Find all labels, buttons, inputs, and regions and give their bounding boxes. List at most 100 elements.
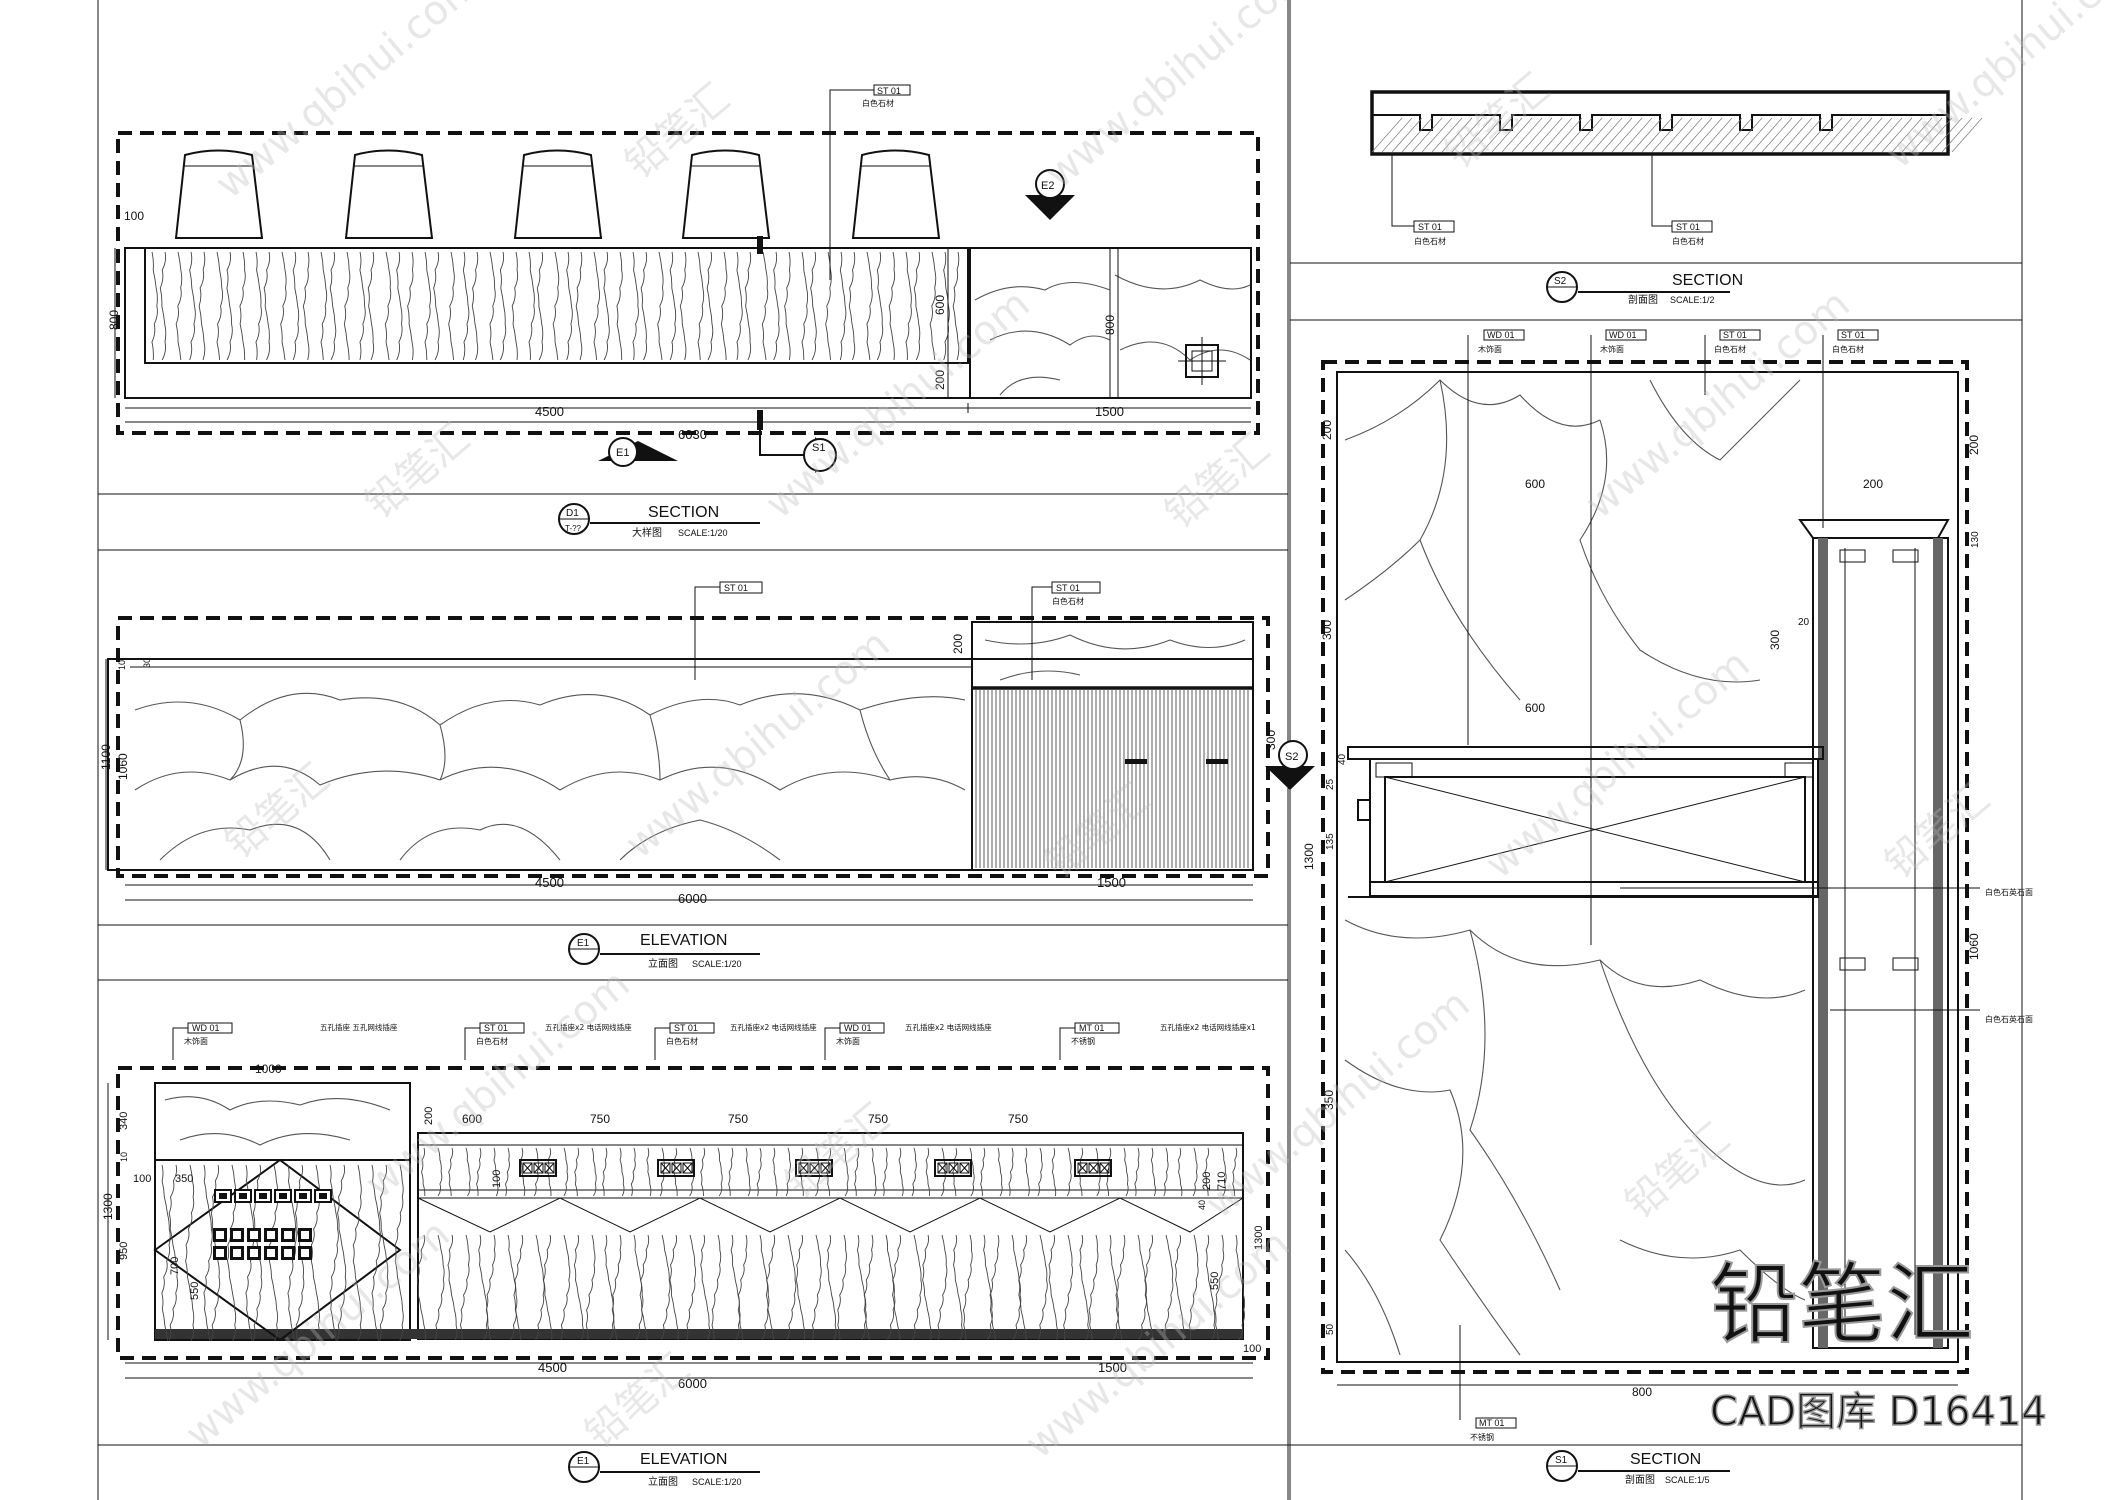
marker-s2: S2 xyxy=(1265,740,1315,790)
panel-s1: 200 600 200 200 130 300 20 600 300 1300 … xyxy=(1302,329,2033,1486)
dim-600: 600 xyxy=(933,295,947,315)
tag-1: ST 01 xyxy=(484,1023,508,1033)
svg-text:1300: 1300 xyxy=(1302,843,1316,870)
svg-text:WD 01: WD 01 xyxy=(1609,330,1637,340)
dim-100: 100 xyxy=(124,209,144,223)
svg-text:ST 01: ST 01 xyxy=(1723,330,1747,340)
svg-text:白色石英石面: 白色石英石面 xyxy=(1985,1014,2033,1024)
svg-text:1300: 1300 xyxy=(101,1193,115,1220)
svg-text:立面图: 立面图 xyxy=(648,1475,678,1488)
svg-text:立面图: 立面图 xyxy=(648,957,678,970)
tag-3: WD 01 xyxy=(844,1023,872,1033)
svg-text:750: 750 xyxy=(1008,1112,1028,1126)
dim-200: 200 xyxy=(933,370,947,390)
svg-text:五孔插座x2 电话网线插座x1: 五孔插座x2 电话网线插座x1 xyxy=(1160,1022,1256,1032)
marker-e1: E1 xyxy=(598,437,678,467)
svg-text:T-??: T-?? xyxy=(565,524,582,533)
svg-text:25: 25 xyxy=(1325,778,1336,790)
svg-text:350: 350 xyxy=(175,1173,193,1185)
svg-text:50: 50 xyxy=(1325,1323,1336,1335)
svg-text:ELEVATION: ELEVATION xyxy=(640,1451,727,1468)
svg-text:白色石材: 白色石材 xyxy=(1832,344,1864,354)
svg-text:WD 01: WD 01 xyxy=(1487,330,1515,340)
svg-text:SECTION: SECTION xyxy=(1672,272,1743,289)
svg-text:www.qbihui.com: www.qbihui.com xyxy=(207,0,489,208)
svg-text:100: 100 xyxy=(133,1173,151,1185)
svg-text:D1: D1 xyxy=(566,508,579,519)
svg-text:SCALE:1/2: SCALE:1/2 xyxy=(1670,295,1715,305)
svg-text:木饰面: 木饰面 xyxy=(1600,344,1624,354)
marker-s1: S1 xyxy=(759,430,837,473)
svg-text:350: 350 xyxy=(1322,1090,1336,1110)
svg-text:20: 20 xyxy=(1798,617,1810,628)
svg-text:www.qbihui.com: www.qbihui.com xyxy=(1477,641,1759,888)
svg-text:剖面图: 剖面图 xyxy=(1628,293,1658,306)
svg-text:五孔插座x2 电话网线插座: 五孔插座x2 电话网线插座 xyxy=(905,1022,992,1032)
s1-title: S1 SECTION 剖面图 SCALE:1/5 xyxy=(1546,1450,1730,1486)
svg-text:SCALE:1/5: SCALE:1/5 xyxy=(1665,1475,1710,1485)
svg-text:135: 135 xyxy=(1325,833,1336,850)
svg-text:550: 550 xyxy=(1209,1272,1221,1290)
svg-text:铅笔汇: 铅笔汇 xyxy=(777,1095,898,1207)
stone-hatch xyxy=(1371,117,1983,153)
svg-text:S2: S2 xyxy=(1285,751,1298,763)
outlet-groups xyxy=(519,1159,1112,1177)
dim-800: 800 xyxy=(107,310,121,330)
svg-text:200: 200 xyxy=(423,1107,435,1125)
svg-text:不锈钢: 不锈钢 xyxy=(1470,1432,1494,1442)
svg-text:S1: S1 xyxy=(1555,1455,1568,1466)
svg-text:SCALE:1/20: SCALE:1/20 xyxy=(692,1477,742,1487)
svg-text:S1: S1 xyxy=(812,442,825,454)
svg-text:550: 550 xyxy=(189,1282,201,1300)
svg-text:E1: E1 xyxy=(577,938,590,949)
svg-text:1300: 1300 xyxy=(1253,1226,1265,1250)
svg-text:1500: 1500 xyxy=(1097,875,1126,890)
svg-text:ST 01: ST 01 xyxy=(724,583,748,593)
panel-e1-top: 1100 1060 10 30 200 300 4500 6000 1500 S… xyxy=(99,581,1315,970)
svg-text:40: 40 xyxy=(1197,1200,1207,1210)
svg-text:ST 01: ST 01 xyxy=(1676,222,1700,232)
e1-bottom-title: E1 ELEVATION 立面图 SCALE:1/20 xyxy=(568,1451,760,1488)
d1-title: D1 T-?? SECTION 大样图 SCALE:1/20 xyxy=(558,503,760,539)
svg-text:710: 710 xyxy=(1216,1172,1228,1190)
svg-text:6000: 6000 xyxy=(678,891,707,906)
svg-text:www.qbihui.com: www.qbihui.com xyxy=(1877,0,2121,178)
svg-text:200: 200 xyxy=(1967,435,1981,455)
svg-text:不锈钢: 不锈钢 xyxy=(1071,1036,1095,1046)
svg-text:白色石材: 白色石材 xyxy=(1672,236,1704,246)
wood-grain xyxy=(151,251,960,361)
svg-text:100: 100 xyxy=(491,1170,503,1188)
svg-text:www.qbihui.com: www.qbihui.com xyxy=(757,281,1039,528)
s2-title: S2 SECTION 剖面图 SCALE:1/2 xyxy=(1546,271,1743,306)
chairs xyxy=(174,149,941,239)
dim-1060: 1060 xyxy=(116,753,130,780)
socket-grid-left xyxy=(213,1228,312,1260)
svg-text:ELEVATION: ELEVATION xyxy=(640,932,727,949)
svg-text:10: 10 xyxy=(119,1152,129,1162)
tag-0: WD 01 xyxy=(192,1023,220,1033)
svg-text:30: 30 xyxy=(142,658,152,668)
svg-text:130: 130 xyxy=(1970,531,1981,548)
svg-text:6000: 6000 xyxy=(678,1376,707,1391)
svg-text:E1: E1 xyxy=(616,447,629,459)
svg-text:100: 100 xyxy=(1243,1343,1261,1355)
svg-text:200: 200 xyxy=(1863,477,1883,491)
e1-top-title: E1 ELEVATION 立面图 SCALE:1/20 xyxy=(568,932,760,970)
panel-d1: 100 800 600 200 800 4500 1500 6030 ST 01… xyxy=(107,84,1260,539)
sheet-frame xyxy=(97,0,2023,1500)
svg-text:10: 10 xyxy=(117,660,127,670)
dim-800b: 800 xyxy=(1103,315,1117,335)
d1-boundary xyxy=(116,131,1260,435)
svg-text:300: 300 xyxy=(1320,620,1334,640)
svg-text:铅笔汇: 铅笔汇 xyxy=(1617,1115,1738,1227)
svg-text:40: 40 xyxy=(1337,753,1348,765)
vertical-fluting xyxy=(975,690,1249,868)
svg-text:白色石材: 白色石材 xyxy=(666,1036,698,1046)
svg-text:750: 750 xyxy=(868,1112,888,1126)
svg-text:1500: 1500 xyxy=(1098,1360,1127,1375)
svg-text:ST 01: ST 01 xyxy=(1056,583,1080,593)
svg-text:剖面图: 剖面图 xyxy=(1625,1473,1655,1486)
